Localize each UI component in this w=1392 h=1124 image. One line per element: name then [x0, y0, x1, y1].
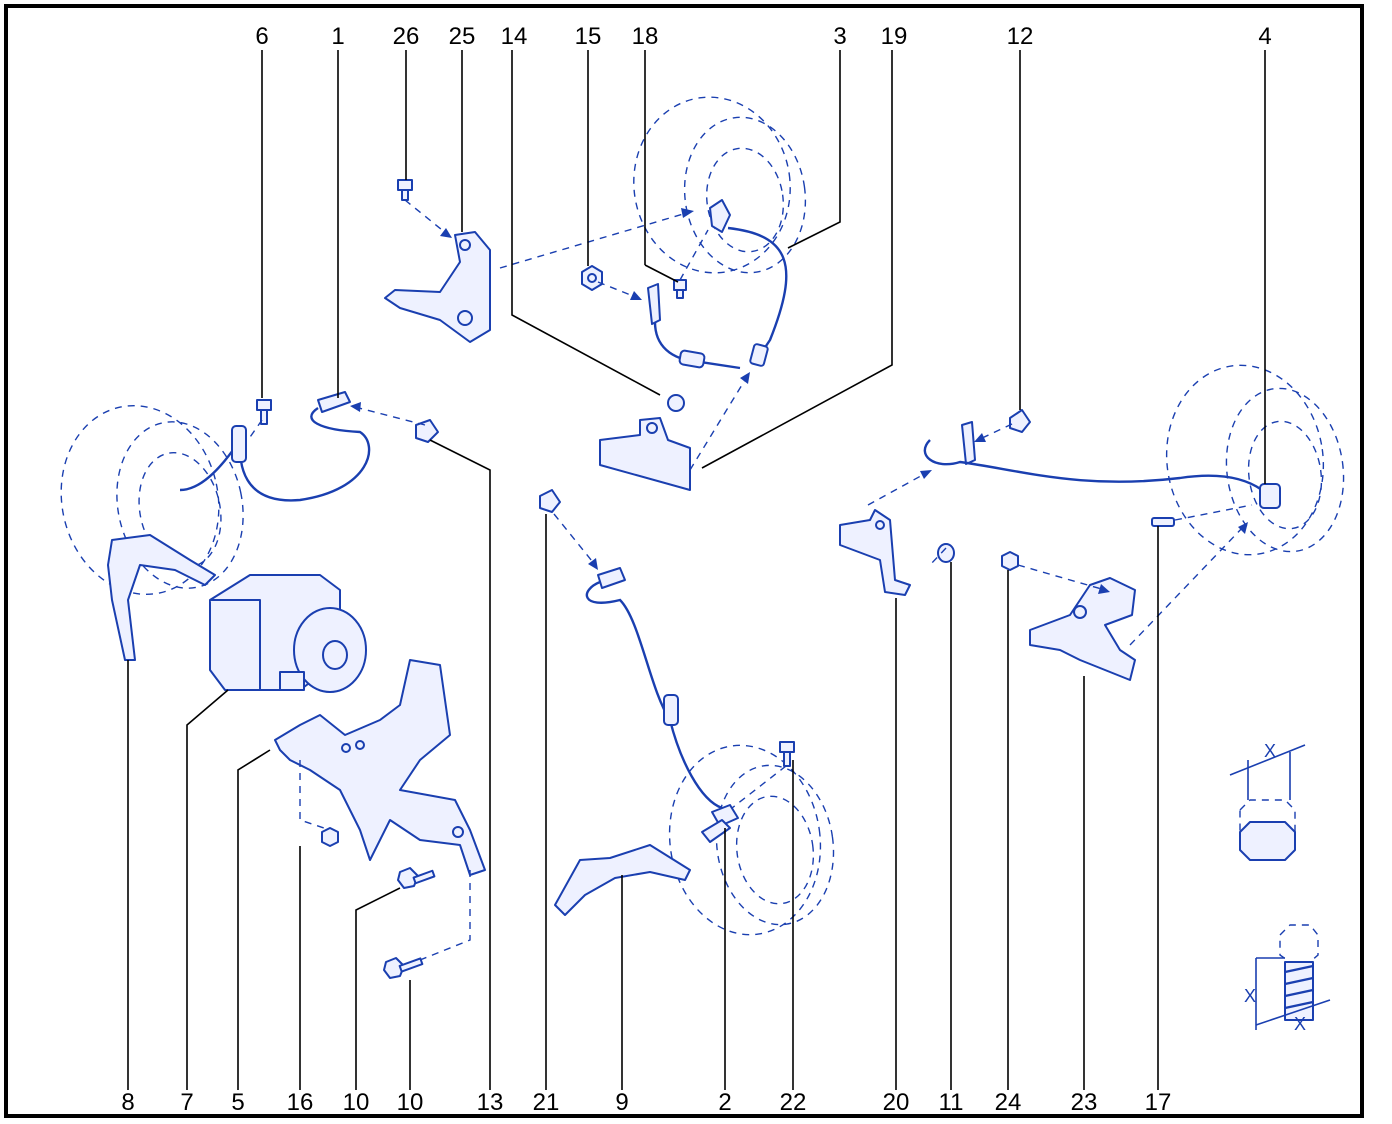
bolt-dimension-label-a: X	[1244, 986, 1256, 1006]
front-right-wheel	[633, 96, 807, 274]
assembly-arrows	[247, 199, 1253, 809]
part-18-bolt	[673, 279, 687, 299]
callout-18: 18	[632, 23, 659, 50]
callout-23: 23	[1071, 1089, 1098, 1116]
callout-12: 12	[1007, 23, 1034, 50]
part-6-bolt	[256, 399, 272, 425]
callout-16: 16	[287, 1089, 314, 1116]
part-5-support	[274, 659, 486, 961]
callout-5: 5	[231, 1089, 244, 1116]
part-13-clip	[415, 419, 439, 443]
callout-10-b: 10	[397, 1089, 424, 1116]
callout-21: 21	[533, 1089, 560, 1116]
part-10-bolt-b	[383, 957, 424, 979]
part-15-nut	[581, 265, 603, 291]
callout-19: 19	[881, 23, 908, 50]
part-8-bracket	[107, 534, 216, 661]
part-9-bracket	[554, 844, 691, 916]
part-17-bolt	[1151, 517, 1175, 527]
part-21-clip	[539, 489, 561, 513]
detail-bolt: X X	[1244, 924, 1331, 1034]
callouts-bottom: 8 7 5 16 10 10 13 21 9 2 22 20 11 24 23 …	[121, 1089, 1171, 1116]
callout-14: 14	[501, 23, 528, 50]
part-3-sensor-harness	[709, 199, 788, 367]
rear-right-wheel	[1165, 364, 1345, 556]
part-4-sensor-harness	[923, 421, 1281, 509]
part-19-bracket	[599, 417, 691, 491]
part-2-sensor-harness	[585, 567, 739, 843]
callout-24: 24	[995, 1089, 1022, 1116]
part-20-bracket	[839, 509, 911, 596]
callout-8: 8	[121, 1089, 134, 1116]
callout-4: 4	[1258, 23, 1271, 50]
part-12-clip	[1009, 409, 1031, 433]
callout-17: 17	[1145, 1089, 1172, 1116]
callout-15: 15	[575, 23, 602, 50]
front-left-wheel	[60, 404, 244, 596]
callout-1: 1	[331, 23, 344, 50]
callout-26: 26	[393, 23, 420, 50]
rear-left-wheel	[668, 744, 835, 936]
part-11-washer	[937, 543, 955, 563]
nut-dimension-label: X	[1264, 741, 1276, 761]
callout-22: 22	[780, 1089, 807, 1116]
callout-13: 13	[477, 1089, 504, 1116]
callout-20: 20	[883, 1089, 910, 1116]
bolt-dimension-label-b: X	[1294, 1014, 1306, 1034]
callout-3: 3	[833, 23, 846, 50]
part-24-bolt	[1001, 551, 1019, 571]
callouts-top: 6 1 26 25 14 15 18 3 19 12 4	[255, 23, 1271, 50]
callout-11: 11	[939, 1089, 964, 1116]
callout-25: 25	[449, 23, 476, 50]
part-22-bolt	[779, 741, 795, 767]
part-23-bracket	[1029, 577, 1136, 681]
callout-9: 9	[615, 1089, 628, 1116]
diagram-frame	[4, 4, 1364, 1118]
part-25-bracket	[384, 231, 491, 343]
callout-6: 6	[255, 23, 268, 50]
part-7-abs-unit	[209, 574, 367, 693]
part-26-bolt	[397, 179, 413, 201]
part-1-sensor-harness	[179, 391, 371, 502]
part-10-bolt-a	[397, 867, 436, 889]
callout-10-a: 10	[343, 1089, 370, 1116]
leader-lines	[127, 50, 1266, 1090]
detail-nut: X	[1229, 741, 1306, 861]
callout-7: 7	[180, 1089, 193, 1116]
part-14-connector	[647, 283, 741, 412]
part-16-nut	[321, 827, 339, 847]
callout-2: 2	[718, 1089, 731, 1116]
